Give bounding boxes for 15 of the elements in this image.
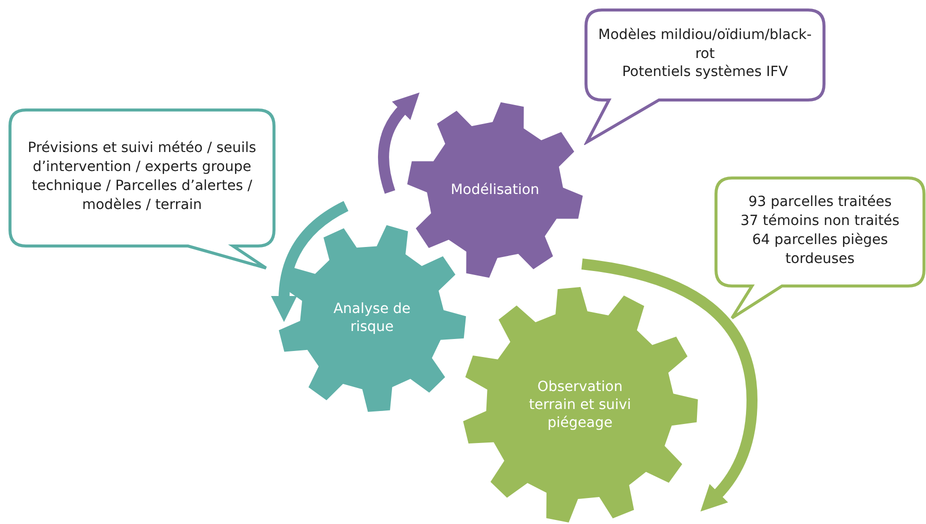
callout-text: 37 témoins non traités (740, 212, 900, 231)
gear-label: Analyse de risque (332, 300, 412, 336)
callout-text: Potentiels systèmes IFV (622, 63, 788, 82)
gear (460, 285, 700, 524)
gear (276, 222, 468, 414)
callout-text: 93 parcelles traitées (748, 193, 892, 212)
speech-bubble (714, 176, 926, 320)
speech-bubble (584, 8, 826, 145)
callout-text: 64 parcelles pièges tordeuses (751, 231, 889, 269)
gear-label: Observation terrain et suivi piégeage (528, 378, 632, 432)
callout-text: Modèles mildiou/oïdium/black-rot (597, 26, 813, 64)
speech-bubble (8, 108, 276, 270)
callout-text: Prévisions et suivi météo / seuils d’intervention / experts groupe technique / Parcelles d’alertes / modèles / terrain (26, 139, 258, 215)
gear (405, 100, 585, 280)
gear-label: Modélisation (450, 180, 540, 200)
